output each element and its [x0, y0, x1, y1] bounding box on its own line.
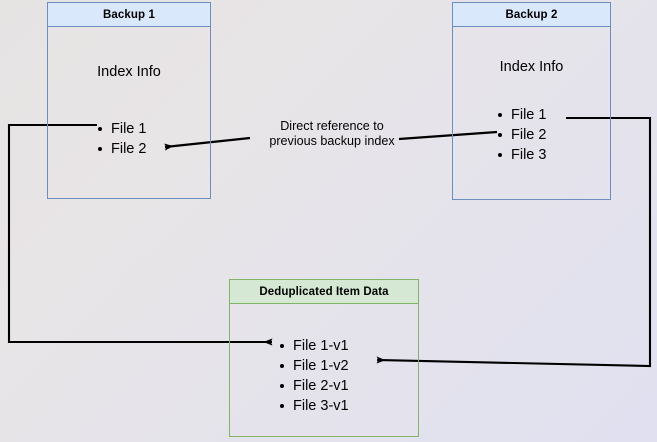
list-item: File 1	[498, 105, 546, 125]
list-item: File 1	[98, 119, 146, 139]
list-item: File 1-v1	[280, 336, 349, 356]
list-item: File 3	[498, 145, 546, 165]
backup-1-file-list: File 1 File 2	[98, 119, 146, 159]
dedup-file-list: File 1-v1 File 1-v2 File 2-v1 File 3-v1	[280, 336, 349, 416]
list-item: File 3-v1	[280, 396, 349, 416]
backup-2-file-list: File 1 File 2 File 3	[498, 105, 546, 165]
direct-reference-annotation: Direct reference to previous backup inde…	[247, 119, 417, 149]
list-item: File 2-v1	[280, 376, 349, 396]
backup-2-box: Backup 2 Index Info File 1 File 2 File 3	[452, 2, 611, 200]
backup-2-index-label: Index Info	[499, 59, 564, 75]
backup-1-box: Backup 1 Index Info File 1 File 2	[47, 2, 211, 199]
backup-1-index-label: Index Info	[97, 64, 161, 80]
list-item: File 1-v2	[280, 356, 349, 376]
annotation-line-2: previous backup index	[269, 134, 395, 148]
backup-1-body: Index Info File 1 File 2	[48, 27, 210, 198]
deduplicated-item-data-box: Deduplicated Item Data File 1-v1 File 1-…	[229, 279, 419, 437]
dedup-header: Deduplicated Item Data	[230, 280, 418, 304]
backup-2-body: Index Info File 1 File 2 File 3	[453, 27, 610, 199]
dedup-body: File 1-v1 File 1-v2 File 2-v1 File 3-v1	[230, 304, 418, 436]
backup-1-header: Backup 1	[48, 3, 210, 27]
backup-2-header: Backup 2	[453, 3, 610, 27]
annotation-line-1: Direct reference to	[280, 119, 384, 133]
list-item: File 2	[98, 139, 146, 159]
list-item: File 2	[498, 125, 546, 145]
